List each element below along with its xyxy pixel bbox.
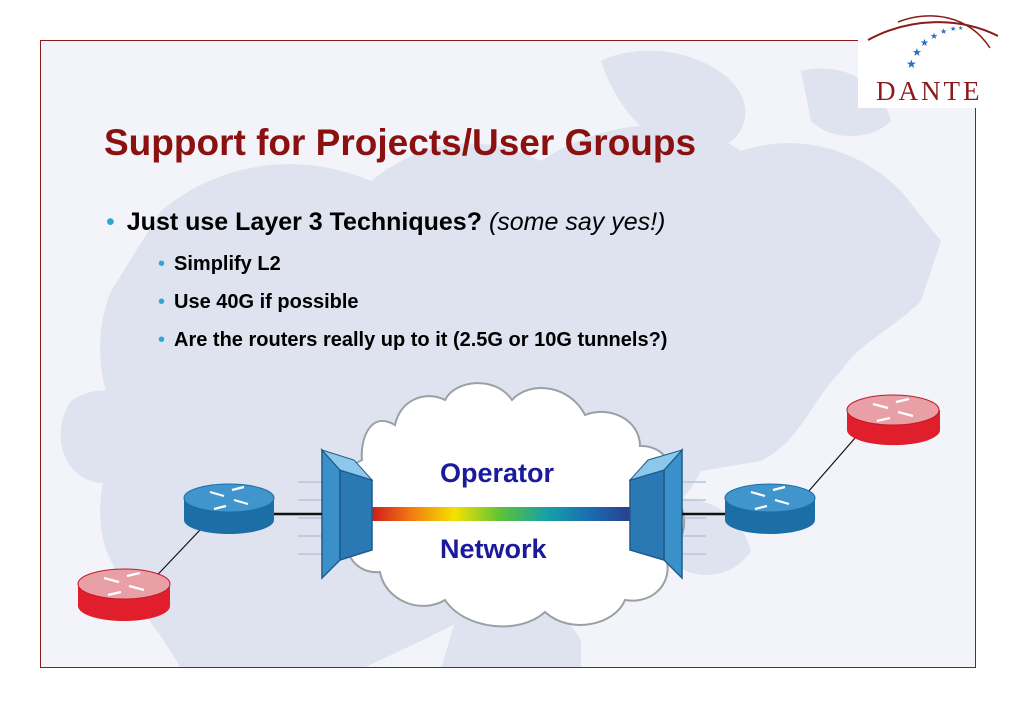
cloud-label-network: Network bbox=[440, 534, 547, 564]
logo-wordmark: DANTE bbox=[876, 76, 983, 106]
bullet-italic-text: (some say yes!) bbox=[488, 208, 666, 236]
optical-link bbox=[372, 507, 630, 521]
left-blue-router-icon bbox=[183, 483, 275, 534]
slide-title: Support for Projects/User Groups bbox=[104, 122, 697, 163]
dante-logo: ★ ★ ★ ★ ★ ★ ★ DANTE bbox=[858, 10, 1024, 108]
right-red-router-icon bbox=[846, 394, 940, 446]
svg-text:★: ★ bbox=[950, 25, 956, 33]
link-right-red bbox=[807, 429, 863, 493]
bullet-bold-text: Just use Layer 3 Techniques? bbox=[126, 208, 482, 236]
right-fiber-lines bbox=[682, 481, 706, 555]
bullet-dot-icon: • bbox=[158, 253, 166, 275]
sub-bullet-text: Are the routers really up to it (2.5G or… bbox=[174, 329, 668, 351]
svg-text:★: ★ bbox=[930, 31, 938, 41]
bullet-level1: • Just use Layer 3 Techniques? (some say … bbox=[106, 208, 665, 237]
sub-bullet: • Are the routers really up to it (2.5G o… bbox=[158, 329, 667, 352]
right-optical-switch bbox=[628, 448, 684, 580]
left-optical-switch bbox=[320, 448, 374, 580]
sub-bullet-text: Use 40G if possible bbox=[174, 291, 359, 313]
left-red-router-icon bbox=[77, 568, 171, 621]
svg-text:★: ★ bbox=[906, 57, 917, 71]
bullet-dot-icon: • bbox=[158, 291, 166, 313]
right-blue-router-icon bbox=[724, 483, 816, 534]
sub-bullet-text: Simplify L2 bbox=[174, 253, 281, 275]
sub-bullet: • Simplify L2 bbox=[158, 253, 281, 276]
sub-bullet: • Use 40G if possible bbox=[158, 291, 359, 314]
cloud-label-operator: Operator bbox=[440, 458, 555, 488]
bullet-dot-icon: • bbox=[106, 208, 115, 236]
bullet-dot-icon: • bbox=[158, 329, 166, 351]
svg-text:★: ★ bbox=[912, 47, 922, 59]
svg-text:★: ★ bbox=[940, 27, 947, 36]
svg-text:★: ★ bbox=[920, 38, 929, 49]
left-fiber-lines bbox=[298, 481, 322, 555]
svg-text:★: ★ bbox=[958, 25, 963, 32]
